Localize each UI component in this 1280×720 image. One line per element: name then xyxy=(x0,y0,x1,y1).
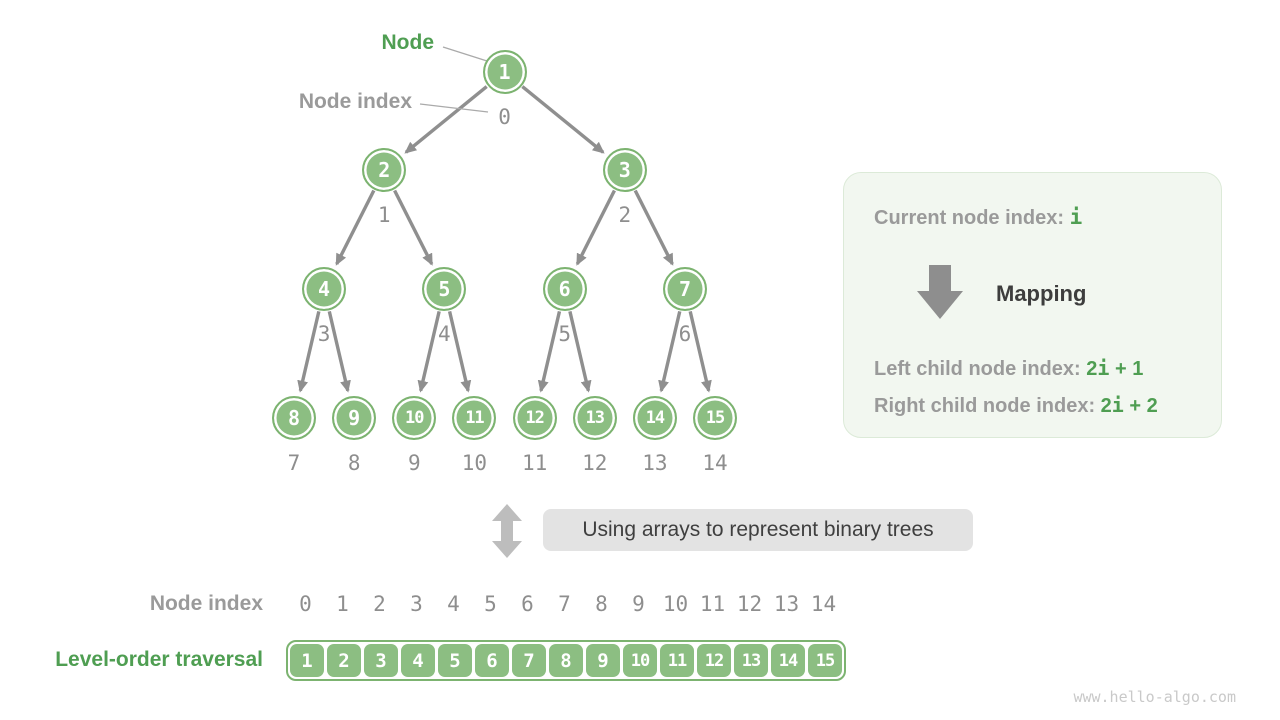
array-cell-3: 3 xyxy=(364,644,398,677)
array-index-1: 1 xyxy=(336,592,349,616)
tree-node-index-5: 5 xyxy=(558,322,571,346)
array-cell-14: 14 xyxy=(771,644,805,677)
array-index-14: 14 xyxy=(810,592,837,616)
tree-node-6: 6 xyxy=(542,267,587,311)
left-child-formula: 2i + 1 xyxy=(1086,356,1144,380)
tree-node-1: 1 xyxy=(482,50,527,94)
tree-edge-arrow xyxy=(335,189,376,266)
left-child-index-line: Left child node index: 2i + 1 xyxy=(874,356,1143,381)
current-node-index-line: Current node index: i xyxy=(874,205,1082,230)
array-cell-6: 6 xyxy=(475,644,509,677)
separator: : xyxy=(1074,358,1087,380)
tree-node-2: 2 xyxy=(362,148,407,192)
current-node-index-code: i xyxy=(1069,205,1083,229)
array-index-8: 8 xyxy=(595,592,608,616)
right-child-index-label: Right child node index xyxy=(874,395,1089,417)
tree-node-13: 13 xyxy=(572,396,617,440)
node-pointer-label: Node xyxy=(381,31,435,54)
tree-edge-arrow xyxy=(404,85,488,154)
array-index-0: 0 xyxy=(299,592,312,616)
array-cell-8: 8 xyxy=(549,644,583,677)
node-index-pointer-leader-line xyxy=(419,103,489,113)
tree-edge-arrow xyxy=(575,189,616,266)
tree-node-8: 8 xyxy=(272,396,316,440)
mapping-panel: Current node index: i Mapping Left child… xyxy=(843,172,1222,438)
mapping-label: Mapping xyxy=(996,281,1087,306)
watermark: www.hello-algo.com xyxy=(1073,688,1236,706)
array-cell-11: 11 xyxy=(660,644,694,677)
separator: : xyxy=(1057,207,1070,229)
array-cell-12: 12 xyxy=(697,644,731,677)
right-child-index-line: Right child node index: 2i + 2 xyxy=(874,393,1158,418)
tree-edges xyxy=(297,85,712,393)
array-index-row-label: Node index xyxy=(149,592,263,615)
array-cell-9: 9 xyxy=(586,644,620,677)
formula-var: i xyxy=(1111,393,1124,417)
array-index-4: 4 xyxy=(447,592,460,616)
array-index-13: 13 xyxy=(773,592,800,616)
tree-node-index-0: 0 xyxy=(498,105,511,129)
tree-node-index-6: 6 xyxy=(678,322,692,346)
tree-node-index-3: 3 xyxy=(317,322,331,346)
tree-edge-arrow xyxy=(633,189,674,266)
tree-edge-arrow xyxy=(521,85,605,154)
left-child-index-label: Left child node index xyxy=(874,358,1075,380)
array-cell-15: 15 xyxy=(808,644,842,677)
array-index-9: 9 xyxy=(632,592,645,616)
tree-node-index-7: 7 xyxy=(287,451,301,475)
array-index-6: 6 xyxy=(521,592,534,616)
tree-node-index-14: 14 xyxy=(702,451,728,475)
tree-node-index-2: 2 xyxy=(618,203,632,227)
array-index-7: 7 xyxy=(558,592,571,616)
formula-rest: + 1 xyxy=(1109,358,1144,380)
figure-caption: Using arrays to represent binary trees xyxy=(543,509,973,551)
array-cell-1: 1 xyxy=(290,644,324,677)
array-cell-10: 10 xyxy=(623,644,657,677)
node-pointer-leader-line xyxy=(442,46,488,62)
tree-node-14: 14 xyxy=(632,396,677,440)
tree-node-12: 12 xyxy=(512,396,557,440)
formula-var: i xyxy=(1097,356,1110,380)
node-index-pointer-label: Node index xyxy=(298,90,412,113)
array-index-10: 10 xyxy=(662,592,689,616)
tree-node-index-13: 13 xyxy=(642,451,668,475)
formula-coef: 2 xyxy=(1100,395,1112,417)
tree-node-5: 5 xyxy=(422,267,467,311)
array-cell-4: 4 xyxy=(401,644,435,677)
array-cell-5: 5 xyxy=(438,644,472,677)
tree-node-9: 9 xyxy=(332,396,377,440)
tree-node-11: 11 xyxy=(452,396,497,440)
array-index-5: 5 xyxy=(484,592,497,616)
tree-node-index-10: 10 xyxy=(461,451,488,475)
right-child-formula: 2i + 2 xyxy=(1100,393,1158,417)
formula-rest: + 2 xyxy=(1123,395,1158,417)
tree-node-index-1: 1 xyxy=(377,203,391,227)
updown-arrow-icon xyxy=(492,504,522,558)
tree-edge-arrow xyxy=(393,189,434,266)
level-order-traversal-label: Level-order traversal xyxy=(55,648,263,671)
array-index-12: 12 xyxy=(736,592,763,616)
tree-node-3: 3 xyxy=(602,148,647,192)
tree-node-15: 15 xyxy=(693,396,738,440)
array-cell-13: 13 xyxy=(734,644,768,677)
tree-node-index-8: 8 xyxy=(347,451,361,475)
tree-node-index-12: 12 xyxy=(582,451,608,475)
tree-node-4: 4 xyxy=(302,267,347,311)
current-node-index-label: Current node index xyxy=(874,207,1058,229)
array-index-11: 11 xyxy=(699,592,726,616)
tree-node-7: 7 xyxy=(662,267,707,311)
array-index-3: 3 xyxy=(410,592,423,616)
formula-coef: 2 xyxy=(1086,358,1098,380)
mapping-down-arrow-icon xyxy=(917,265,963,319)
array-index-2: 2 xyxy=(373,592,386,616)
tree-node-index-4: 4 xyxy=(438,322,451,346)
tree-node-index-11: 11 xyxy=(521,451,548,475)
tree-node-10: 10 xyxy=(392,396,437,440)
tree-node-index-9: 9 xyxy=(407,451,421,475)
separator: : xyxy=(1088,395,1101,417)
array-cell-2: 2 xyxy=(327,644,361,677)
array-cell-7: 7 xyxy=(512,644,546,677)
